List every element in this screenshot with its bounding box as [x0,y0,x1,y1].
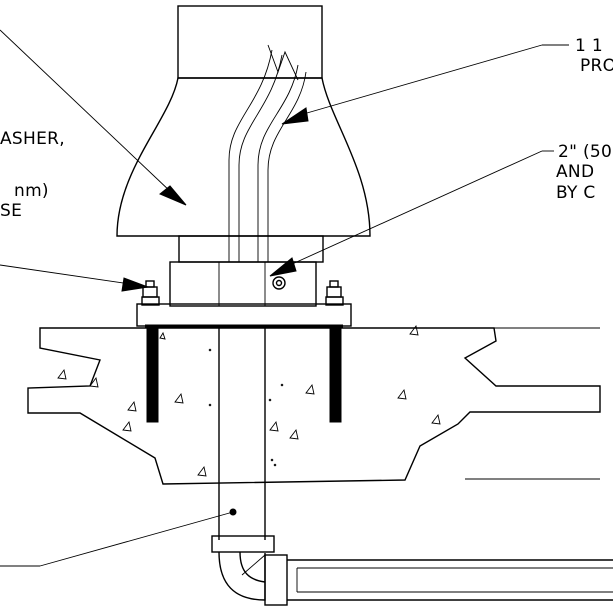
label-mid-right-line2: AND [556,162,594,182]
lower-pole-section [178,235,324,263]
conductors [228,44,307,262]
horizontal-conduit [287,559,613,601]
label-left-line1: ASHER, [0,129,65,149]
concrete-foundation [27,327,601,485]
label-left-line2: nm) [14,181,49,201]
label-mid-right-line3: BY C [556,183,596,203]
base-cover [116,77,371,237]
label-top-right-line2: PRO [580,56,613,76]
conduit-elbow [211,535,288,606]
label-top-right-line1: 1 1 [575,36,603,56]
label-left-line3: SE [0,201,22,221]
leader-lines [0,29,600,567]
aggregate-marks [57,324,441,477]
upper-pole [177,5,323,79]
conduit-sleeve [218,326,266,540]
label-mid-right-line1: 2" (50 [558,142,612,162]
anchor-bolt-right [325,280,344,423]
anchor-plate [136,303,352,328]
anchor-bolt-left [141,280,160,423]
collar [169,261,317,307]
